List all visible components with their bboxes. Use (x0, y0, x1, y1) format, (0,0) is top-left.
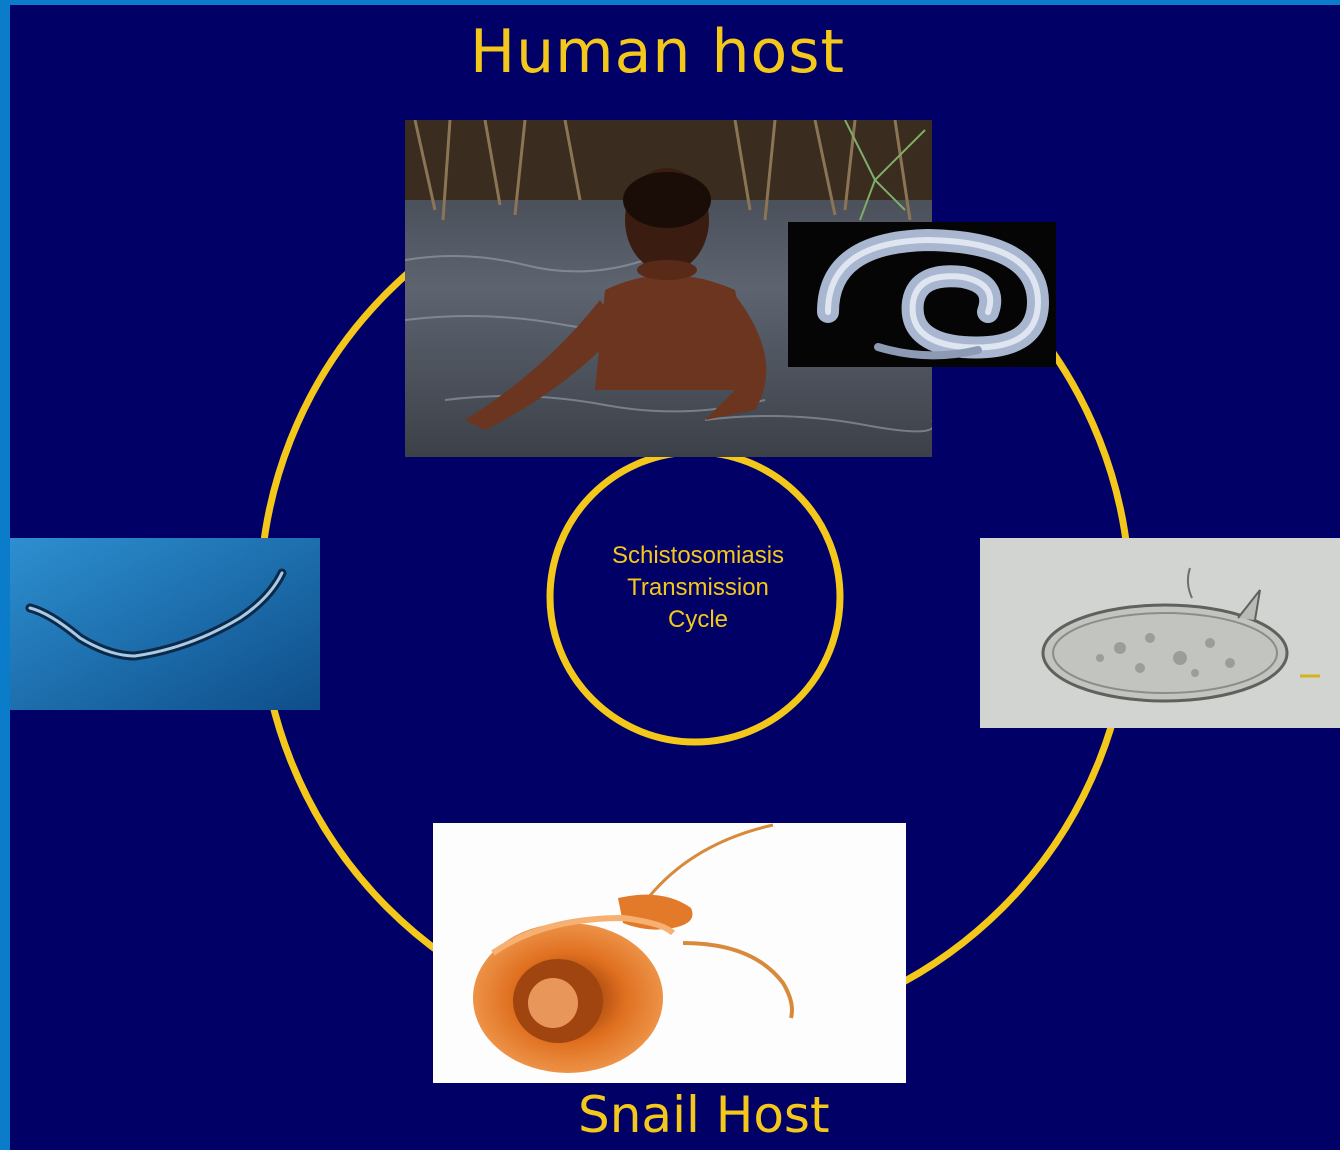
snail-photo (433, 823, 906, 1083)
human-host-title: Human host (470, 22, 845, 82)
egg-with-spine-micrograph (980, 538, 1340, 728)
adult-worm-pair-micrograph (788, 222, 1056, 367)
center-line-2: Transmission (548, 572, 848, 604)
center-line-1: Schistosomiasis (548, 540, 848, 572)
center-line-3: Cycle (548, 604, 848, 636)
snail-host-title: Snail Host (578, 1090, 830, 1140)
center-label: Schistosomiasis Transmission Cycle (548, 540, 848, 636)
cercaria-micrograph (10, 538, 320, 710)
